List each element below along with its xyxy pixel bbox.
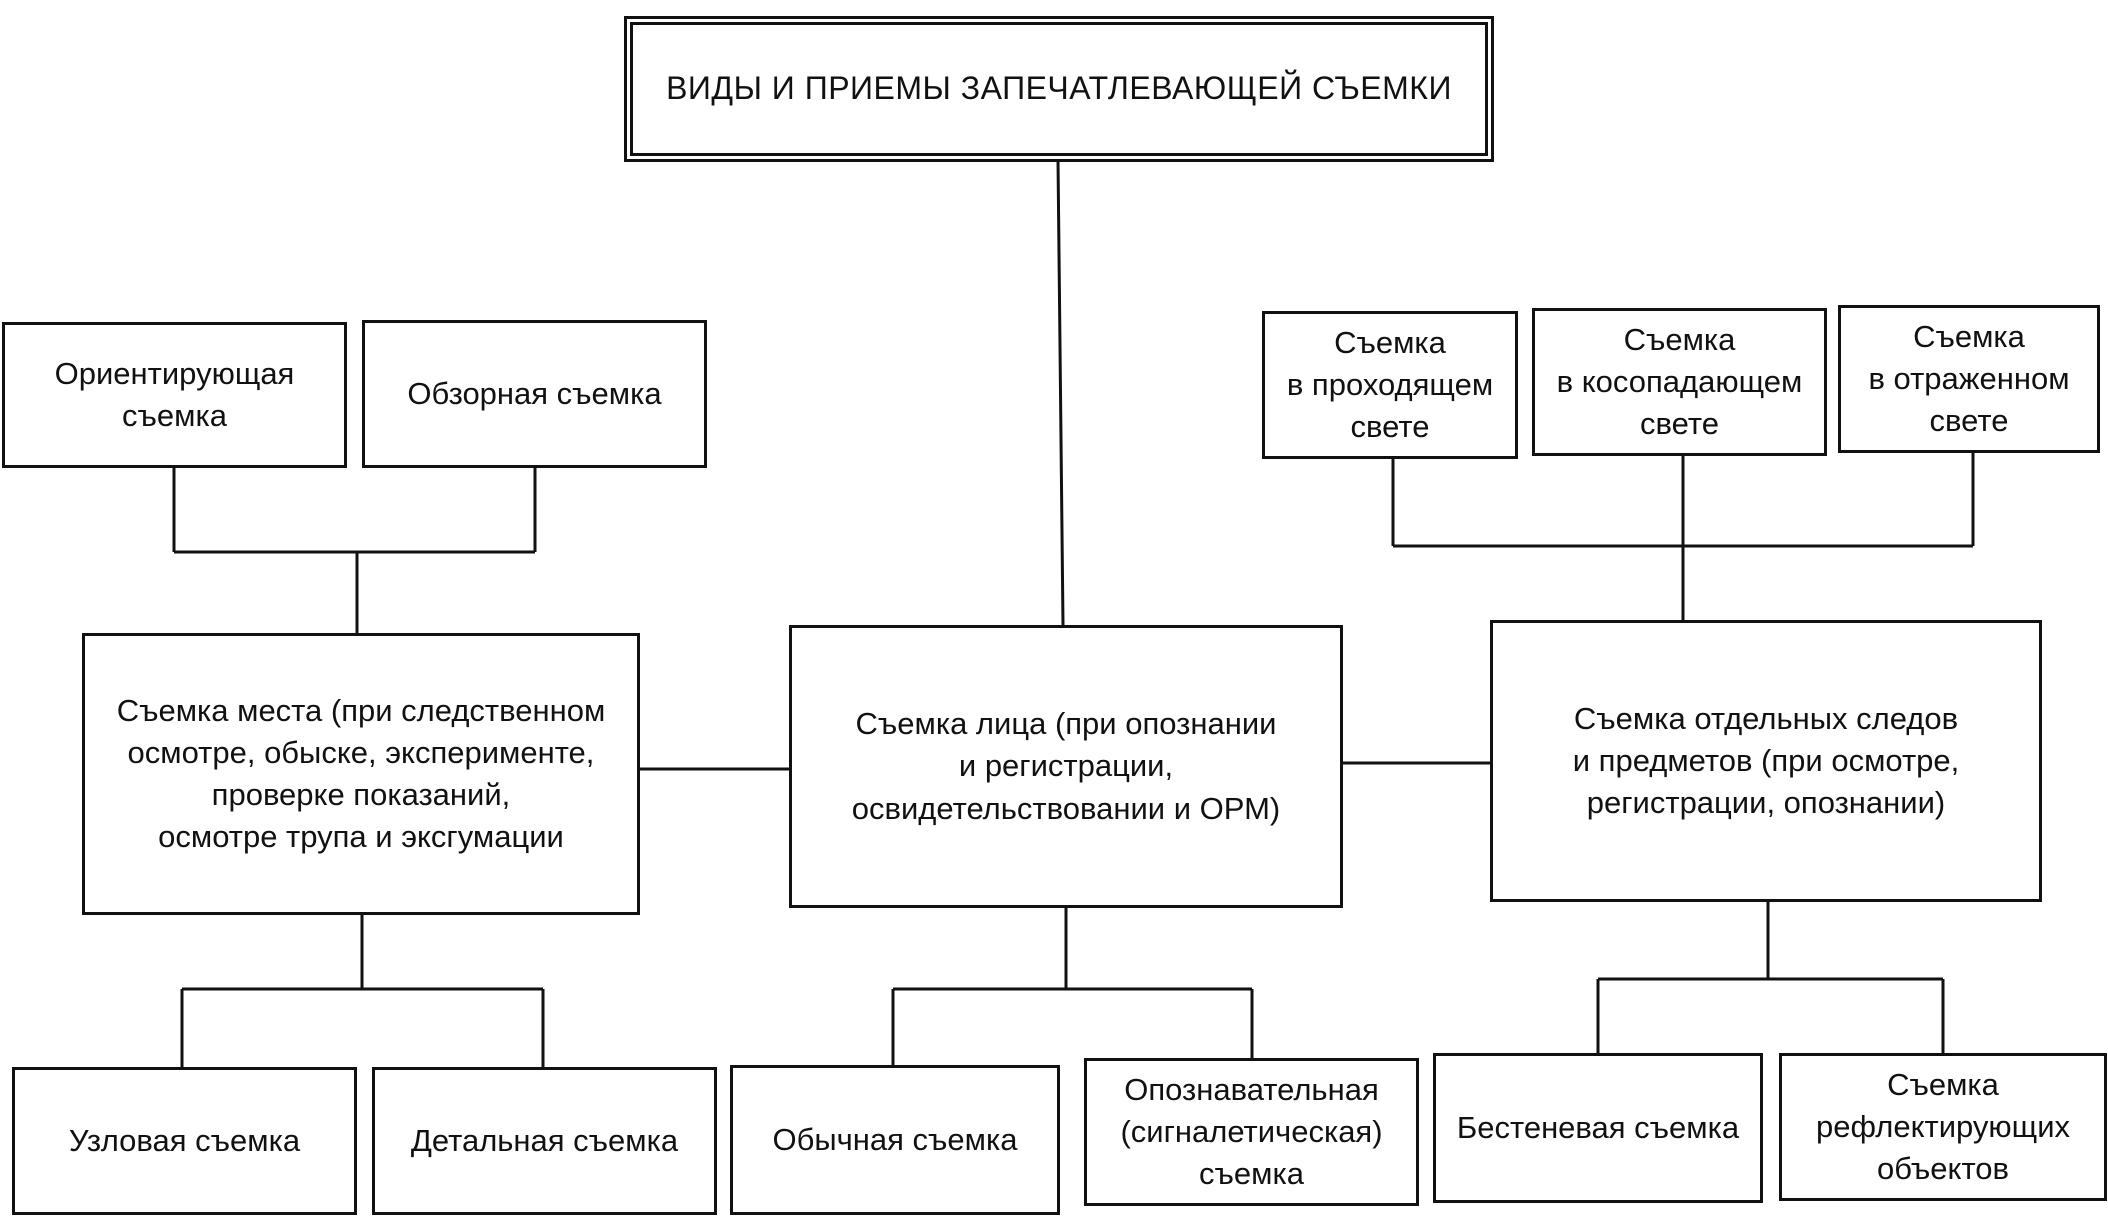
overview-survey-label: Обзорная съемка [407, 375, 662, 411]
oblique-light-box: Съемка в косопадающем свете [1532, 308, 1827, 456]
reflecting-objects-survey-box: Съемка рефлектирующих объектов [1779, 1053, 2107, 1201]
nodal-survey-box: Узловая съемка [12, 1067, 357, 1215]
traces-objects-survey-label: Съемка отдельных следов и предметов (при… [1572, 700, 1960, 821]
orienting-survey-box: Ориентирующая съемка [2, 322, 347, 468]
shadowless-survey-label: Бестеневая съемка [1456, 1109, 1740, 1145]
detailed-survey-label: Детальная съемка [410, 1122, 679, 1158]
orienting-survey-label: Ориентирующая съемка [54, 355, 295, 433]
face-survey-box: Съемка лица (при опознании и регистрации… [789, 625, 1343, 908]
ordinary-survey-box: Обычная съемка [730, 1065, 1060, 1215]
diagram-title-box: ВИДЫ И ПРИЕМЫ ЗАПЕЧАТЛЕВАЮЩЕЙ СЪЕМКИ [624, 16, 1494, 162]
identification-survey-label: Опознавательная (сигналетическая) съемка [1120, 1071, 1383, 1192]
detailed-survey-box: Детальная съемка [372, 1067, 717, 1215]
nodal-survey-label: Узловая съемка [68, 1122, 301, 1158]
traces-objects-survey-box: Съемка отдельных следов и предметов (при… [1490, 620, 2042, 902]
reflected-light-label: Съемка в отраженном свете [1868, 318, 2070, 439]
oblique-light-label: Съемка в косопадающем свете [1556, 321, 1803, 442]
face-survey-label: Съемка лица (при опознании и регистрации… [851, 706, 1281, 826]
transmitted-light-label: Съемка в проходящем свете [1286, 324, 1494, 445]
transmitted-light-box: Съемка в проходящем свете [1262, 311, 1518, 459]
place-survey-box: Съемка места (при следственном осмотре, … [82, 633, 640, 915]
reflecting-objects-survey-label: Съемка рефлектирующих объектов [1815, 1066, 2071, 1187]
reflected-light-box: Съемка в отраженном свете [1838, 305, 2100, 453]
identification-survey-box: Опознавательная (сигналетическая) съемка [1084, 1058, 1419, 1206]
shadowless-survey-box: Бестеневая съемка [1433, 1053, 1763, 1203]
ordinary-survey-label: Обычная съемка [772, 1121, 1018, 1157]
diagram-title: ВИДЫ И ПРИЕМЫ ЗАПЕЧАТЛЕВАЮЩЕЙ СЪЕМКИ [666, 70, 1452, 107]
place-survey-label: Съемка места (при следственном осмотре, … [116, 692, 606, 855]
overview-survey-box: Обзорная съемка [362, 320, 707, 468]
